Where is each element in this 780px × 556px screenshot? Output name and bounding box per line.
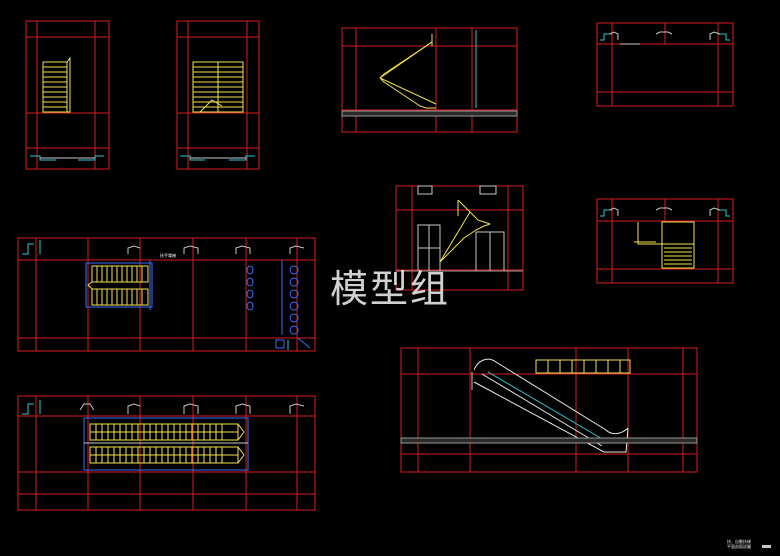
watermark-text: 模型组 bbox=[330, 267, 451, 311]
stair-section-1 bbox=[341, 27, 518, 133]
title-block-line-2: 平面剖面詳圖 bbox=[727, 544, 751, 549]
stair-elevation bbox=[395, 185, 524, 291]
escalator-pit-plan-2 bbox=[596, 198, 734, 284]
escalator-plan-lower bbox=[17, 395, 316, 511]
title-block: 扶、自動扶梯 平面剖面詳圖 bbox=[727, 539, 751, 549]
stair-plan-1 bbox=[25, 20, 110, 170]
stair-plan-2 bbox=[176, 20, 260, 170]
escalator-pit-plan-1 bbox=[596, 22, 734, 107]
scale-mark bbox=[762, 545, 771, 548]
title-block-line-1: 扶、自動扶梯 bbox=[727, 539, 751, 544]
escalator-section bbox=[400, 347, 698, 473]
escalator-plan-label: 扶手電梯 bbox=[160, 252, 176, 258]
escalator-floor-plan bbox=[17, 237, 316, 352]
